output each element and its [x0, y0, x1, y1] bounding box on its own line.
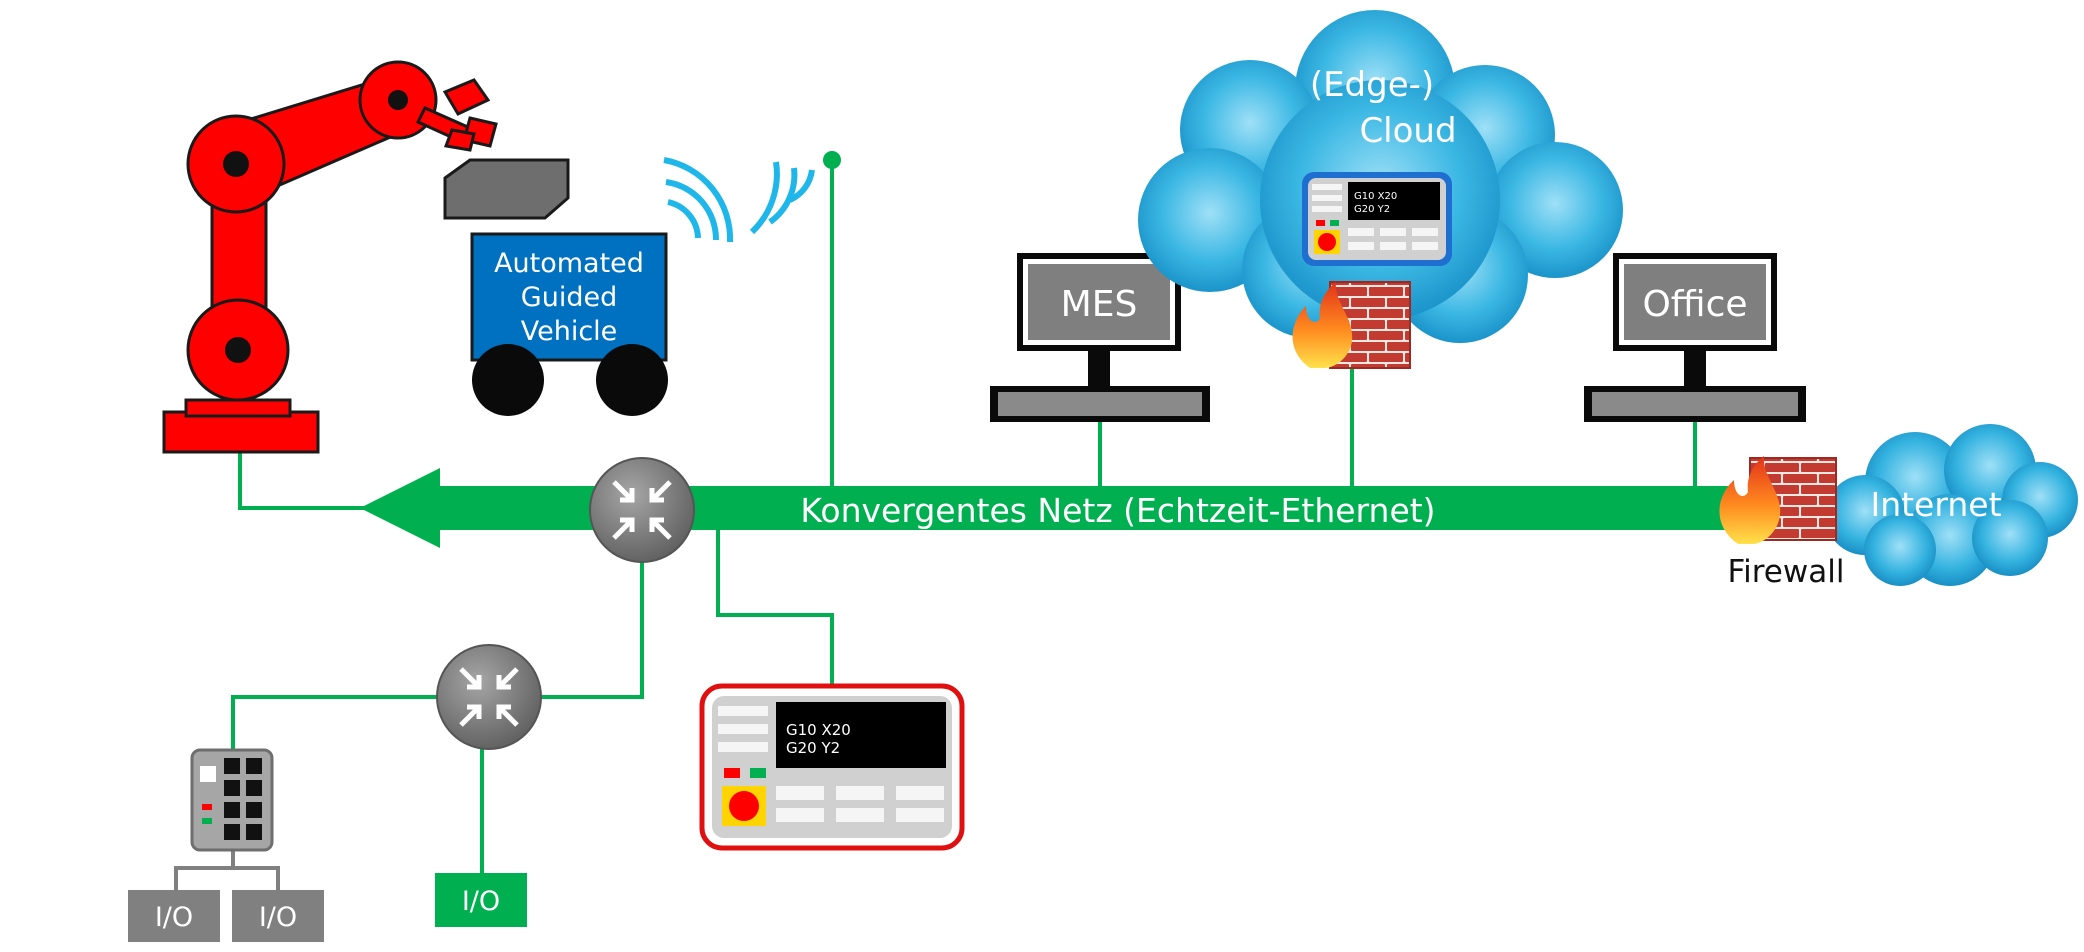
network-switch-main [589, 457, 695, 563]
agv-label-line3: Vehicle [521, 316, 618, 347]
io-module [190, 748, 274, 852]
wireless-antenna [749, 151, 841, 235]
robot-arm [162, 60, 498, 454]
cnc-screen [776, 702, 946, 768]
network-label: Konvergentes Netz (Echtzeit-Ethernet) [800, 491, 1435, 530]
agv-cargo-box [443, 158, 570, 220]
io-left-label: I/O [155, 902, 193, 933]
robot-gripper [415, 78, 498, 152]
cloud-label-line1: (Edge-) [1310, 65, 1434, 105]
antenna-tip [823, 151, 841, 169]
network-switch-secondary [436, 644, 542, 750]
edge-cloud: (Edge-) Cloud G10 X20 G20 Y2 [1138, 10, 1623, 369]
office-workstation: Office [1584, 253, 1806, 422]
io-middle-label: I/O [259, 902, 297, 933]
switch-to-switch-link [540, 548, 644, 699]
robot-base [162, 410, 320, 454]
cnc-line1: G10 X20 [786, 721, 851, 739]
mes-workstation: MES [990, 253, 1210, 422]
internet-cloud: Internet [1825, 424, 2078, 586]
robot-base-top [184, 398, 292, 418]
internet-label: Internet [1870, 485, 2001, 524]
cloud-cnc-controller: G10 X20 G20 Y2 [1302, 172, 1452, 266]
office-label: Office [1642, 284, 1747, 325]
io-split-lines [174, 840, 235, 890]
firewall: Firewall [1719, 456, 1845, 590]
robot-link [238, 452, 370, 510]
automated-guided-vehicle: Automated Guided Vehicle [443, 157, 734, 416]
agv-wheel-right [596, 344, 668, 416]
agv-wifi-icon [663, 157, 734, 243]
io-box-left: I/O [128, 890, 220, 942]
cnc-line2: G20 Y2 [786, 739, 840, 757]
cloud-cnc-line1: G10 X20 [1354, 191, 1397, 202]
io-module-link [231, 695, 438, 750]
backbone-arrow [360, 468, 1730, 548]
io-green-label: I/O [462, 886, 500, 917]
agv-body [470, 232, 668, 362]
cloud-cnc-line2: G20 Y2 [1354, 204, 1390, 215]
agv-wheel-left [472, 344, 544, 416]
agv-label-line1: Automated [494, 248, 644, 279]
antenna-wifi-icon [749, 161, 815, 235]
firewall-label: Firewall [1728, 554, 1845, 590]
agv-label-line2: Guided [521, 282, 617, 313]
cloud-firewall-icon [1292, 281, 1411, 369]
mes-label: MES [1061, 284, 1138, 325]
io-split-lines-right [233, 866, 280, 890]
cnc-controller: G10 X20 G20 Y2 [699, 683, 965, 851]
connection-lines [174, 160, 1697, 890]
io-box-green: I/O [435, 873, 527, 927]
network-backbone: Konvergentes Netz (Echtzeit-Ethernet) [360, 468, 1730, 548]
cloud-label-line2: Cloud [1359, 111, 1456, 151]
cnc-link [716, 530, 834, 690]
io-box-middle: I/O [232, 890, 324, 942]
